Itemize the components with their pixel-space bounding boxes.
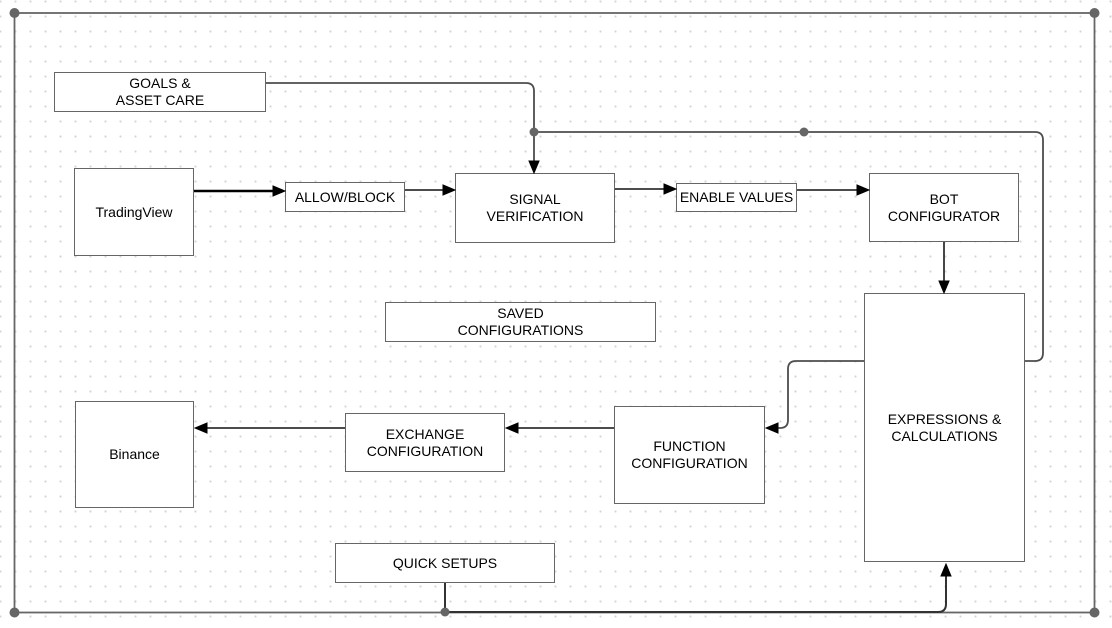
corner-handle[interactable] — [9, 607, 20, 618]
node-allow-block[interactable]: ALLOW/BLOCK — [285, 182, 405, 212]
node-function-configuration-label: FUNCTION CONFIGURATION — [631, 438, 748, 471]
node-enable-values[interactable]: ENABLE VALUES — [676, 183, 797, 212]
connector-goals-signalverification[interactable] — [266, 82, 535, 131]
node-bot-configurator[interactable]: BOT CONFIGURATOR — [869, 173, 1019, 242]
node-quick-setups-label: QUICK SETUPS — [392, 554, 498, 571]
corner-handle[interactable] — [9, 8, 20, 18]
waypoint-dot[interactable] — [529, 127, 539, 137]
connector-expressions-functionconfiguration[interactable] — [768, 360, 864, 428]
node-binance-label: Binance — [109, 446, 160, 463]
node-signal-verification-label: SIGNAL VERIFICATION — [486, 191, 584, 224]
waypoint-dot[interactable] — [440, 607, 450, 617]
node-tradingview[interactable]: TradingView — [74, 168, 194, 256]
node-tradingview-label: TradingView — [95, 203, 173, 220]
node-allow-block-label: ALLOW/BLOCK — [294, 188, 396, 205]
node-binance[interactable]: Binance — [75, 401, 194, 508]
corner-handle[interactable] — [1089, 607, 1100, 618]
node-signal-verification[interactable]: SIGNAL VERIFICATION — [455, 173, 615, 243]
node-goals-asset-care-label: GOALS & ASSET CARE — [115, 75, 205, 108]
connector-expressions-signalverification[interactable] — [534, 131, 1044, 362]
node-quick-setups[interactable]: QUICK SETUPS — [335, 543, 555, 583]
node-bot-configurator-label: BOT CONFIGURATOR — [887, 190, 1001, 224]
node-saved-configurations-label: SAVED CONFIGURATIONS — [457, 305, 584, 338]
node-goals-asset-care[interactable]: GOALS & ASSET CARE — [54, 72, 266, 112]
node-enable-values-label: ENABLE VALUES — [679, 189, 794, 206]
node-expressions-calculations-label: EXPRESSIONS & CALCULATIONS — [887, 410, 1002, 444]
node-exchange-configuration[interactable]: EXCHANGE CONFIGURATION — [345, 413, 505, 472]
node-saved-configurations[interactable]: SAVED CONFIGURATIONS — [385, 302, 656, 342]
corner-handle[interactable] — [1089, 8, 1100, 18]
node-expressions-calculations[interactable]: EXPRESSIONS & CALCULATIONS — [864, 293, 1025, 562]
connector-quicksetups-expressions[interactable] — [444, 566, 946, 613]
node-exchange-configuration-label: EXCHANGE CONFIGURATION — [366, 425, 484, 459]
node-function-configuration[interactable]: FUNCTION CONFIGURATION — [614, 406, 765, 504]
waypoint-dot[interactable] — [799, 127, 809, 137]
